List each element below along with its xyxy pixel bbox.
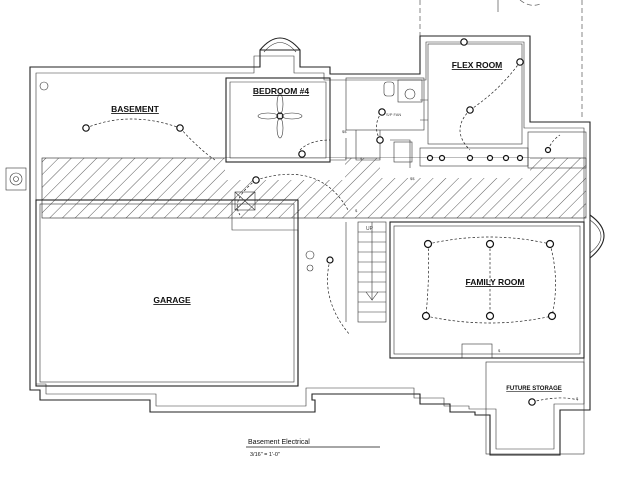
room-label-garage: GARAGE bbox=[153, 295, 191, 305]
stair-up-note: UP bbox=[366, 226, 374, 232]
svg-text:$: $ bbox=[360, 156, 363, 161]
hallway-strip bbox=[419, 131, 587, 169]
bath-core bbox=[345, 77, 425, 168]
property-lines bbox=[419, 0, 583, 120]
room-label-family-room: FAMILY ROOM bbox=[465, 277, 524, 287]
svg-text:$$: $$ bbox=[342, 129, 347, 134]
svg-text:$: $ bbox=[498, 348, 501, 353]
wiring-runs bbox=[85, 61, 579, 403]
bay-windows bbox=[259, 37, 605, 259]
room-label-future-storage: FUTURE STORAGE bbox=[506, 386, 562, 392]
flex-room-area bbox=[420, 43, 523, 145]
room-label-bedroom-4: BEDROOM #4 bbox=[253, 86, 309, 96]
svg-text:$: $ bbox=[576, 396, 579, 401]
drawing-caption: Basement Electrical 3/16" = 1'-0" bbox=[246, 439, 380, 458]
family-room-area bbox=[389, 221, 585, 359]
switch-markers: $$ $$ $ $ $ $ bbox=[342, 129, 579, 401]
svg-text:$: $ bbox=[355, 208, 358, 213]
fan-note: S/P FAN bbox=[386, 112, 401, 117]
light-fixtures bbox=[82, 38, 557, 406]
caption-scale: 3/16" = 1'-0" bbox=[250, 452, 280, 458]
meter-box bbox=[5, 81, 49, 191]
room-label-basement: BASEMENT bbox=[111, 104, 160, 114]
stairs bbox=[345, 221, 387, 323]
svg-text:$$: $$ bbox=[410, 176, 415, 181]
garage-area bbox=[35, 191, 299, 387]
room-label-flex-room: FLEX ROOM bbox=[452, 60, 503, 70]
caption-title: Basement Electrical bbox=[248, 439, 310, 446]
foundation-walls bbox=[29, 35, 591, 456]
future-storage-area bbox=[485, 361, 585, 455]
bedroom-area bbox=[225, 77, 347, 163]
ceiling-fan-icon bbox=[257, 93, 303, 139]
